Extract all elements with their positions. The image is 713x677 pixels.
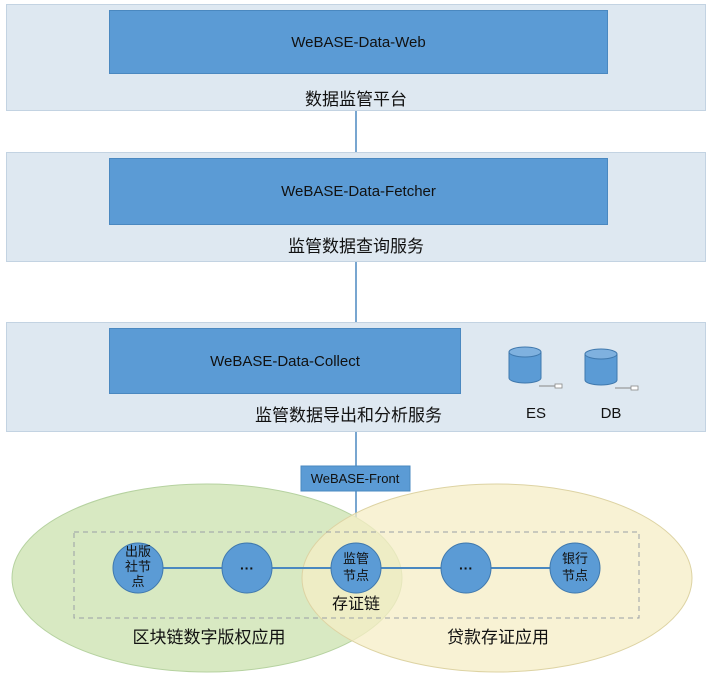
webase-data-collect-label: WeBASE-Data-Collect [210,352,360,370]
node-publisher-line2: 社节 [125,559,151,574]
node-ellipsis-left: ··· [221,542,273,594]
ellipsis-left-label: ··· [240,560,254,576]
left-app-label: 区块链数字版权应用 [133,628,286,647]
chain-frame [73,531,640,619]
web-layer-label: 数据监管平台 [305,90,407,109]
right-app-ellipse [301,483,693,673]
node-publisher-line3: 点 [131,574,144,589]
collect-layer-label: 监管数据导出和分析服务 [255,406,442,425]
database-icon [508,346,563,389]
node-regulator-line2: 节点 [343,568,369,583]
web-layer: WeBASE-Data-Web 数据监管平台 [6,4,706,111]
webase-front-box [300,465,411,492]
node-regulator: 监管 节点 [330,542,382,594]
node-publisher: 出版 社节 点 [112,542,164,594]
webase-data-fetcher-box: WeBASE-Data-Fetcher [109,158,608,225]
webase-data-web-box: WeBASE-Data-Web [109,10,608,74]
node-bank-line1: 银行 [562,551,588,566]
es-label: ES [526,405,546,422]
webase-data-fetcher-label: WeBASE-Data-Fetcher [281,183,436,200]
node-bank: 银行 节点 [549,542,601,594]
webase-front-label: WeBASE-Front [311,471,400,486]
node-publisher-line1: 出版 [125,544,151,559]
fetcher-layer-label: 监管数据查询服务 [288,237,424,256]
right-app-label: 贷款存证应用 [447,628,549,647]
webase-data-collect-box: WeBASE-Data-Collect [109,328,461,394]
node-ellipsis-right: ··· [440,542,492,594]
ellipsis-right-label: ··· [459,560,473,576]
node-bank-line2: 节点 [562,568,588,583]
webase-data-web-label: WeBASE-Data-Web [291,33,426,51]
node-regulator-line1: 监管 [343,551,369,566]
db-label: DB [601,405,622,422]
fetcher-layer: WeBASE-Data-Fetcher 监管数据查询服务 [6,152,706,262]
chain-label: 存证链 [332,595,380,613]
database-icon [584,348,639,391]
